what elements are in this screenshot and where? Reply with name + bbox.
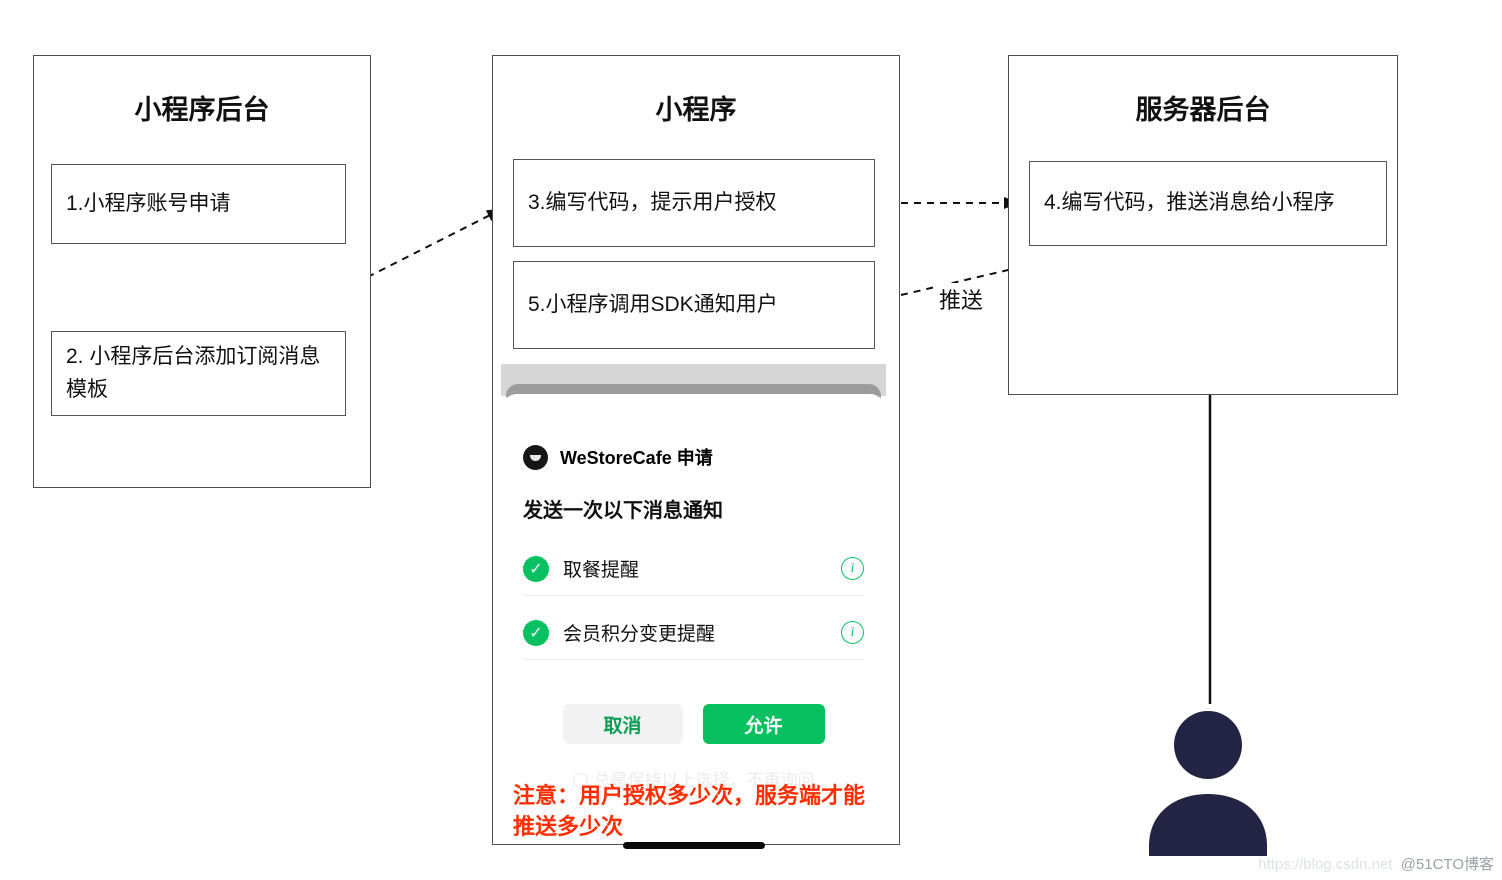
info-icon[interactable]: i <box>841 557 864 580</box>
panel-mini-program-backend: 小程序后台 1.小程序账号申请 2. 小程序后台添加订阅消息模板 <box>33 55 371 488</box>
remember-choice-label: 总是保持以上选择，不再询问 <box>593 771 815 790</box>
permission-row-points-change[interactable]: ✓ 会员积分变更提醒 i <box>523 606 864 660</box>
remember-choice-option[interactable]: 总是保持以上选择，不再询问 <box>501 766 886 791</box>
step-box-5-call-sdk: 5.小程序调用SDK通知用户 <box>513 261 875 349</box>
permission-label: 取餐提醒 <box>563 560 640 581</box>
radio-circle-icon[interactable] <box>572 773 588 788</box>
sheet-subtitle: 发送一次以下消息通知 <box>523 500 723 522</box>
home-indicator-bar <box>622 842 765 849</box>
check-circle-icon[interactable]: ✓ <box>523 619 549 646</box>
permission-row-pickup-reminder[interactable]: ✓ 取餐提醒 i <box>523 542 864 596</box>
step-box-2-add-template: 2. 小程序后台添加订阅消息模板 <box>51 331 346 416</box>
step-box-1-account-apply: 1.小程序账号申请 <box>51 164 346 244</box>
sheet-app-title: WeStoreCafe 申请 <box>560 448 713 468</box>
step-box-3-write-code-auth: 3.编写代码，提示用户授权 <box>513 159 875 247</box>
panel-server-backend: 服务器后台 4.编写代码，推送消息给小程序 <box>1008 55 1398 395</box>
sheet-app-header: WeStoreCafe 申请 <box>523 444 713 470</box>
panel-title-mini-backend: 小程序后台 <box>134 95 270 125</box>
step-box-4-push-message: 4.编写代码，推送消息给小程序 <box>1029 161 1387 246</box>
sheet-buttons: 取消 允许 <box>501 704 886 744</box>
allow-button[interactable]: 允许 <box>702 704 825 744</box>
user-person-icon <box>1149 711 1267 856</box>
westorecafe-logo-icon <box>523 444 548 470</box>
info-icon[interactable]: i <box>841 621 864 644</box>
push-arrow-label: 推送 <box>933 283 990 315</box>
watermark: https://blog.csdn.net @51CTO博客 <box>1258 853 1494 874</box>
authorization-note: 注意：用户授权多少次，服务端才能推送多少次 <box>513 783 866 839</box>
panel-title-server-backend: 服务器后台 <box>1135 95 1271 125</box>
permission-label: 会员积分变更提醒 <box>563 624 716 645</box>
authorization-sheet: WeStoreCafe 申请 发送一次以下消息通知 ✓ 取餐提醒 i ✓ 会员积… <box>501 394 886 849</box>
watermark-handle: @51CTO博客 <box>1400 856 1494 873</box>
check-circle-icon[interactable]: ✓ <box>523 555 549 582</box>
panel-mini-program: 小程序 3.编写代码，提示用户授权 5.小程序调用SDK通知用户 WeStore… <box>492 55 900 849</box>
cancel-button[interactable]: 取消 <box>562 704 683 744</box>
watermark-url: https://blog.csdn.net <box>1258 856 1393 873</box>
panel-title-mini-program: 小程序 <box>655 95 737 125</box>
phone-mockup: WeStoreCafe 申请 发送一次以下消息通知 ✓ 取餐提醒 i ✓ 会员积… <box>501 364 886 849</box>
